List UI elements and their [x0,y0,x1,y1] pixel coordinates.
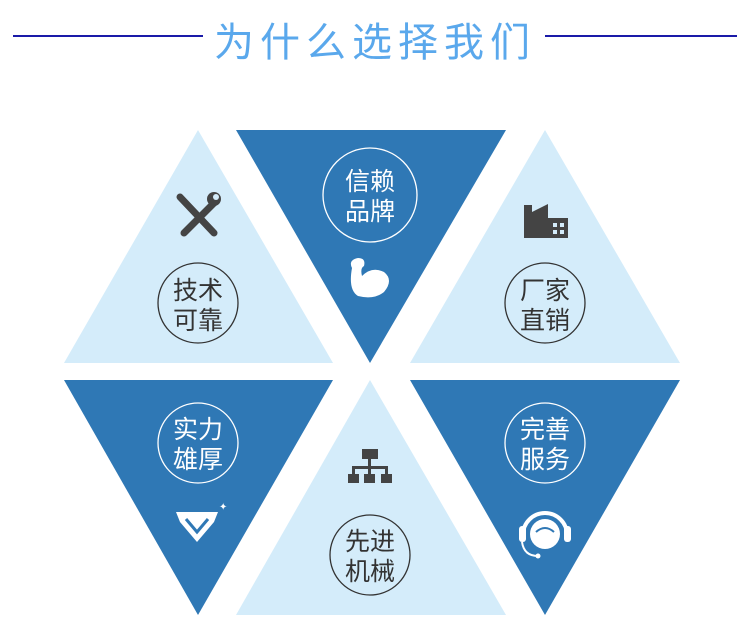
tools-icon [176,192,221,237]
feature-label: 信赖 [345,167,395,196]
feature-label: 品牌 [345,197,395,226]
feature-strong-strength: 实力 雄厚 ✦ [64,380,333,615]
feature-label: 服务 [520,445,570,474]
muscle-arm-icon [350,258,389,298]
title-line-left [13,35,203,37]
diamond-icon: ✦ [176,502,227,542]
page-title: 为什么选择我们 [0,10,750,68]
network-icon [348,449,392,483]
factory-icon [524,204,568,238]
feature-label: 直销 [520,306,570,335]
feature-label: 先进 [345,527,395,556]
feature-trusted-brand: 信赖 品牌 [236,130,506,363]
feature-label: 机械 [345,557,395,586]
feature-factory-direct: 厂家 直销 [410,130,680,363]
feature-label: 可靠 [173,306,223,335]
feature-label: 厂家 [520,276,570,305]
feature-label: 雄厚 [173,445,223,474]
feature-label: 技术 [173,276,223,305]
feature-complete-service: 完善 服务 [410,380,680,615]
headset-icon [519,511,571,559]
feature-label: 实力 [173,415,223,444]
svg-text:✦: ✦ [219,502,227,513]
feature-advanced-machinery: 先进 机械 [236,380,506,615]
feature-tech-reliable: 技术 可靠 [64,130,333,363]
title-line-right [545,35,737,37]
feature-label: 完善 [520,415,570,444]
